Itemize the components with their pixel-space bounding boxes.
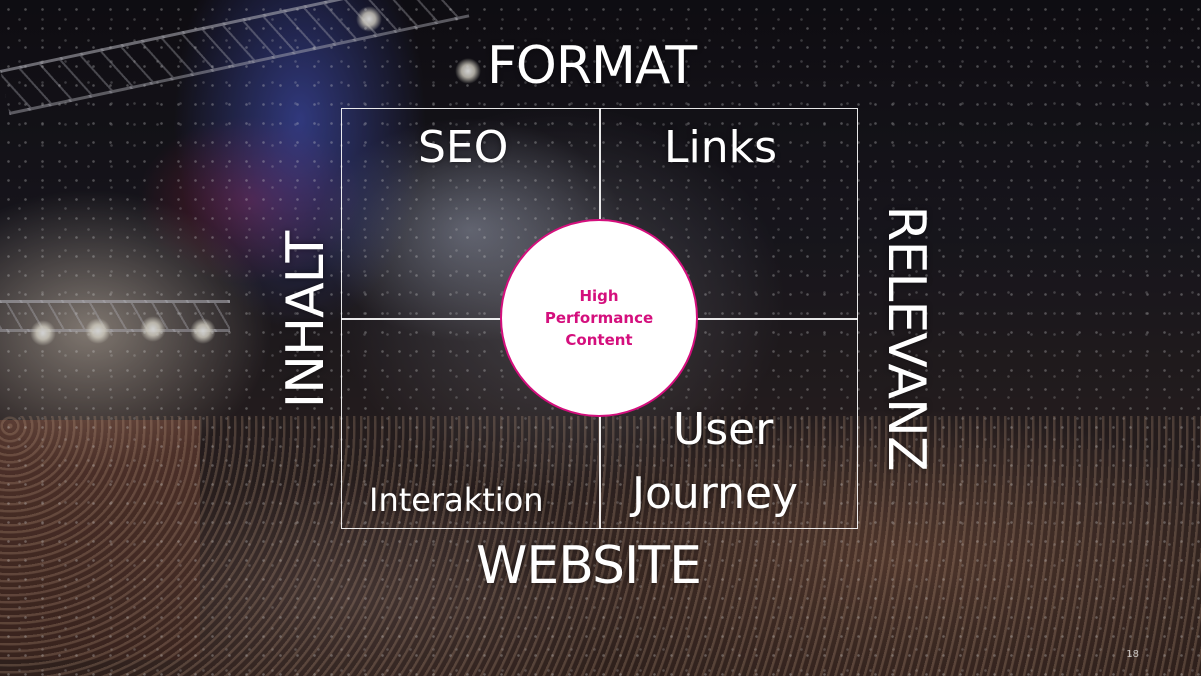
stage-light (190, 318, 216, 344)
stage-light (85, 318, 111, 344)
quadrant-seo: SEO (418, 122, 509, 173)
crowd (0, 416, 1201, 676)
center-text-line3: Content (565, 331, 633, 349)
center-text: High Performance Content (529, 285, 669, 351)
stage-light (455, 58, 481, 84)
center-text-line1: High (579, 287, 619, 305)
video-screen (0, 420, 200, 660)
center-circle: High Performance Content (500, 219, 698, 417)
label-format: FORMAT (487, 36, 697, 96)
quadrant-user: User (673, 404, 774, 455)
quadrant-journey: Journey (632, 468, 799, 519)
center-text-line2: Performance (544, 309, 654, 327)
label-inhalt: INHALT (276, 231, 336, 409)
label-relevanz: RELEVANZ (876, 205, 936, 471)
quadrant-links: Links (664, 122, 778, 173)
stage-light (30, 320, 56, 346)
quadrant-interaktion: Interaktion (369, 481, 544, 519)
label-website: WEBSITE (476, 536, 702, 596)
stage-light (356, 6, 382, 32)
page-number: 18 (1126, 649, 1139, 660)
stage-light (140, 316, 166, 342)
